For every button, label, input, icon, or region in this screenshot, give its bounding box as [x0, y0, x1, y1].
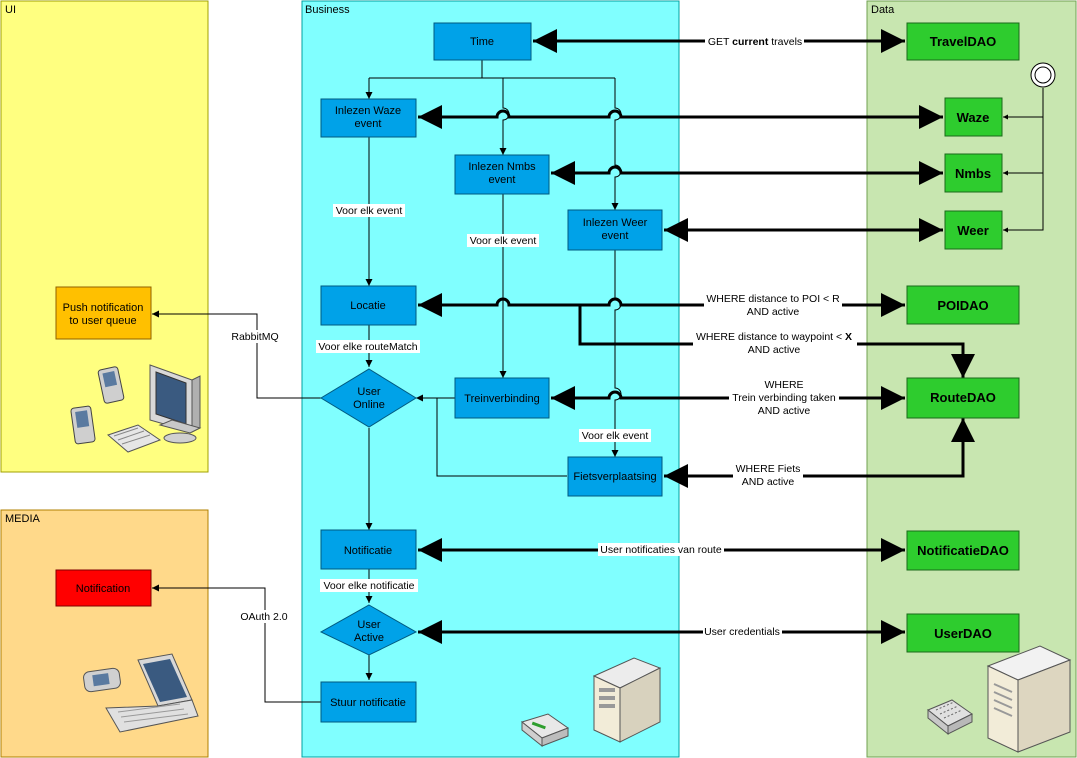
- label-poi-line2: AND active: [747, 306, 800, 318]
- node-locatie-label: Locatie: [350, 300, 385, 312]
- node-stuur-notificatie: Stuur notificatie: [320, 681, 417, 723]
- node-notificatie: Notificatie: [320, 529, 417, 570]
- dao-userdao: UserDAO: [906, 613, 1020, 653]
- laptop-icon: [105, 653, 199, 733]
- label-poi-line1: WHERE distance to POI < R: [706, 293, 840, 305]
- lane-ui-title: UI: [5, 4, 16, 16]
- mobile-device-icon: [70, 366, 125, 445]
- dao-nmbs-label: Nmbs: [955, 166, 991, 181]
- label-oauth: OAuth 2.0: [240, 611, 287, 623]
- dao-poidao-label: POIDAO: [937, 298, 988, 313]
- label-trein-line3: AND active: [758, 405, 811, 417]
- label-trein-line2: Trein verbinding taken: [732, 392, 836, 404]
- node-treinverbinding: Treinverbinding: [454, 377, 550, 419]
- handheld-device-icon: [83, 667, 121, 693]
- label-waypoint-line2: AND active: [748, 344, 801, 356]
- node-notification-label: Notification: [76, 583, 130, 595]
- node-user-active-line2: Active: [354, 632, 384, 644]
- dao-weer: Weer: [944, 210, 1003, 250]
- node-user-online-line1: User: [357, 386, 381, 398]
- node-time-label: Time: [470, 36, 494, 48]
- node-waze-line1: Inlezen Waze: [335, 105, 401, 117]
- edge-labels: GET current travels Voor elk event Voor …: [229, 34, 857, 638]
- dao-weer-label: Weer: [957, 223, 989, 238]
- label-fiets-line2: AND active: [742, 476, 795, 488]
- node-weer-line1: Inlezen Weer: [583, 217, 648, 229]
- node-notification: Notification: [55, 569, 152, 607]
- node-trein-label: Treinverbinding: [464, 393, 539, 405]
- label-voor-elke-routematch: Voor elke routeMatch: [318, 341, 417, 353]
- label-voor-elk-event-2: Voor elk event: [470, 235, 537, 247]
- dao-waze: Waze: [944, 97, 1003, 137]
- node-time: Time: [433, 22, 532, 61]
- node-fietsverplaatsing: Fietsverplaatsing: [567, 456, 663, 497]
- router-icon: [520, 713, 570, 748]
- node-user-online: User Online: [320, 368, 417, 428]
- node-inlezen-nmbs: Inlezen Nmbs event: [454, 154, 550, 195]
- node-push-line2: to user queue: [69, 315, 136, 327]
- node-push-line1: Push notification: [63, 302, 144, 314]
- label-fiets-line1: WHERE Fiets: [736, 463, 801, 475]
- node-stuur-label: Stuur notificatie: [330, 697, 406, 709]
- dao-traveldao: TravelDAO: [906, 22, 1020, 61]
- external-source-icon: [1030, 62, 1056, 88]
- label-voor-elk-event-1: Voor elk event: [336, 205, 403, 217]
- lane-data-title: Data: [871, 4, 895, 16]
- dao-notificatiedao: NotificatieDAO: [906, 530, 1020, 571]
- label-voor-elke-notificatie: Voor elke notificatie: [323, 580, 414, 592]
- label-user-notificaties: User notificaties van route: [600, 544, 722, 556]
- node-user-active: User Active: [319, 604, 418, 656]
- node-fiets-label: Fietsverplaatsing: [573, 471, 656, 483]
- node-inlezen-weer: Inlezen Weer event: [567, 209, 663, 251]
- dao-nmbs: Nmbs: [944, 153, 1003, 193]
- network-switch-icon: [927, 699, 973, 736]
- dao-waze-label: Waze: [957, 110, 990, 125]
- dao-routedao-label: RouteDAO: [930, 390, 996, 405]
- lane-media-title: MEDIA: [5, 513, 41, 525]
- node-notificatie-label: Notificatie: [344, 545, 392, 557]
- label-trein-line1: WHERE: [764, 379, 803, 391]
- node-push-notification: Push notification to user queue: [55, 286, 152, 340]
- node-waze-line2: event: [355, 118, 382, 130]
- node-weer-line2: event: [602, 230, 629, 242]
- dao-traveldao-label: TravelDAO: [930, 34, 996, 49]
- dao-routedao: RouteDAO: [906, 377, 1020, 419]
- label-voor-elk-event-3: Voor elk event: [582, 430, 649, 442]
- lane-business-title: Business: [305, 4, 350, 16]
- node-inlezen-waze: Inlezen Waze event: [320, 98, 417, 138]
- label-get-current-travels: GET current travels: [708, 36, 802, 48]
- node-user-active-line1: User: [357, 619, 381, 631]
- dao-poidao: POIDAO: [906, 285, 1020, 325]
- node-user-online-line2: Online: [353, 399, 385, 411]
- data-connectors: [418, 28, 975, 644]
- dao-notificatiedao-label: NotificatieDAO: [917, 543, 1009, 558]
- label-user-credentials: User credentials: [704, 626, 780, 638]
- data-server-icon: [986, 645, 1072, 753]
- node-locatie: Locatie: [320, 285, 417, 326]
- label-waypoint-line1: WHERE distance to waypoint < X: [696, 331, 852, 343]
- server-icon: [592, 657, 662, 743]
- node-nmbs-line2: event: [489, 174, 516, 186]
- dao-userdao-label: UserDAO: [934, 626, 992, 641]
- label-rabbitmq: RabbitMQ: [231, 331, 278, 343]
- desktop-computer-icon: [107, 364, 202, 453]
- node-nmbs-line1: Inlezen Nmbs: [468, 161, 536, 173]
